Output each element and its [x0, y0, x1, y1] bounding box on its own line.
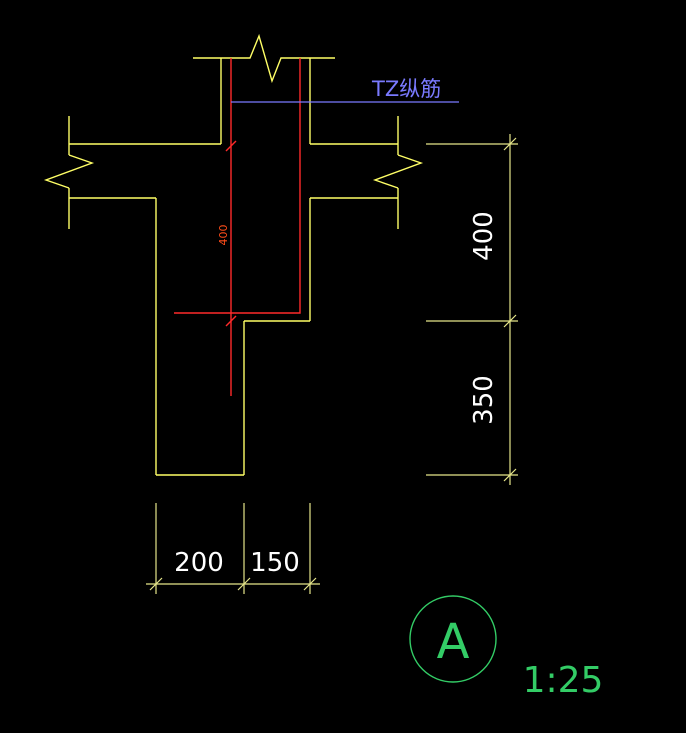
rebar-length-label: 400 — [217, 225, 230, 246]
horizontal-dimension: 200 150 — [146, 503, 320, 594]
vdim-tick-top — [503, 137, 517, 151]
hdim-tick-mid — [237, 577, 251, 591]
vdim-tick-mid — [503, 314, 517, 328]
hdim-right-text: 150 — [250, 548, 300, 578]
callout-text: TZ纵筋 — [371, 77, 441, 101]
detail-marker: A 1:25 — [409, 595, 604, 701]
hdim-tick-right — [303, 577, 317, 591]
rebar-callout: TZ纵筋 — [231, 77, 459, 103]
hdim-left-text: 200 — [174, 548, 224, 578]
vdim-upper-text: 400 — [469, 211, 499, 261]
hdim-tick-left — [149, 577, 163, 591]
rebar-tick-top — [225, 140, 237, 152]
vdim-lower-text: 350 — [469, 375, 499, 425]
rebar-right-bar-bent — [174, 58, 301, 314]
rebar-tick-bottom — [225, 315, 237, 327]
detail-marker-letter: A — [437, 614, 470, 670]
upper-column-break-line — [193, 33, 335, 84]
vdim-tick-bottom — [503, 468, 517, 482]
detail-scale-text: 1:25 — [523, 660, 604, 701]
rebar-group: 400 — [174, 58, 301, 396]
detail-marker-circle — [409, 595, 497, 683]
concrete-outline — [43, 33, 424, 476]
vertical-dimension: 400 350 — [426, 134, 518, 485]
left-break-zigzag — [43, 154, 95, 189]
right-break-zigzag — [372, 154, 424, 189]
